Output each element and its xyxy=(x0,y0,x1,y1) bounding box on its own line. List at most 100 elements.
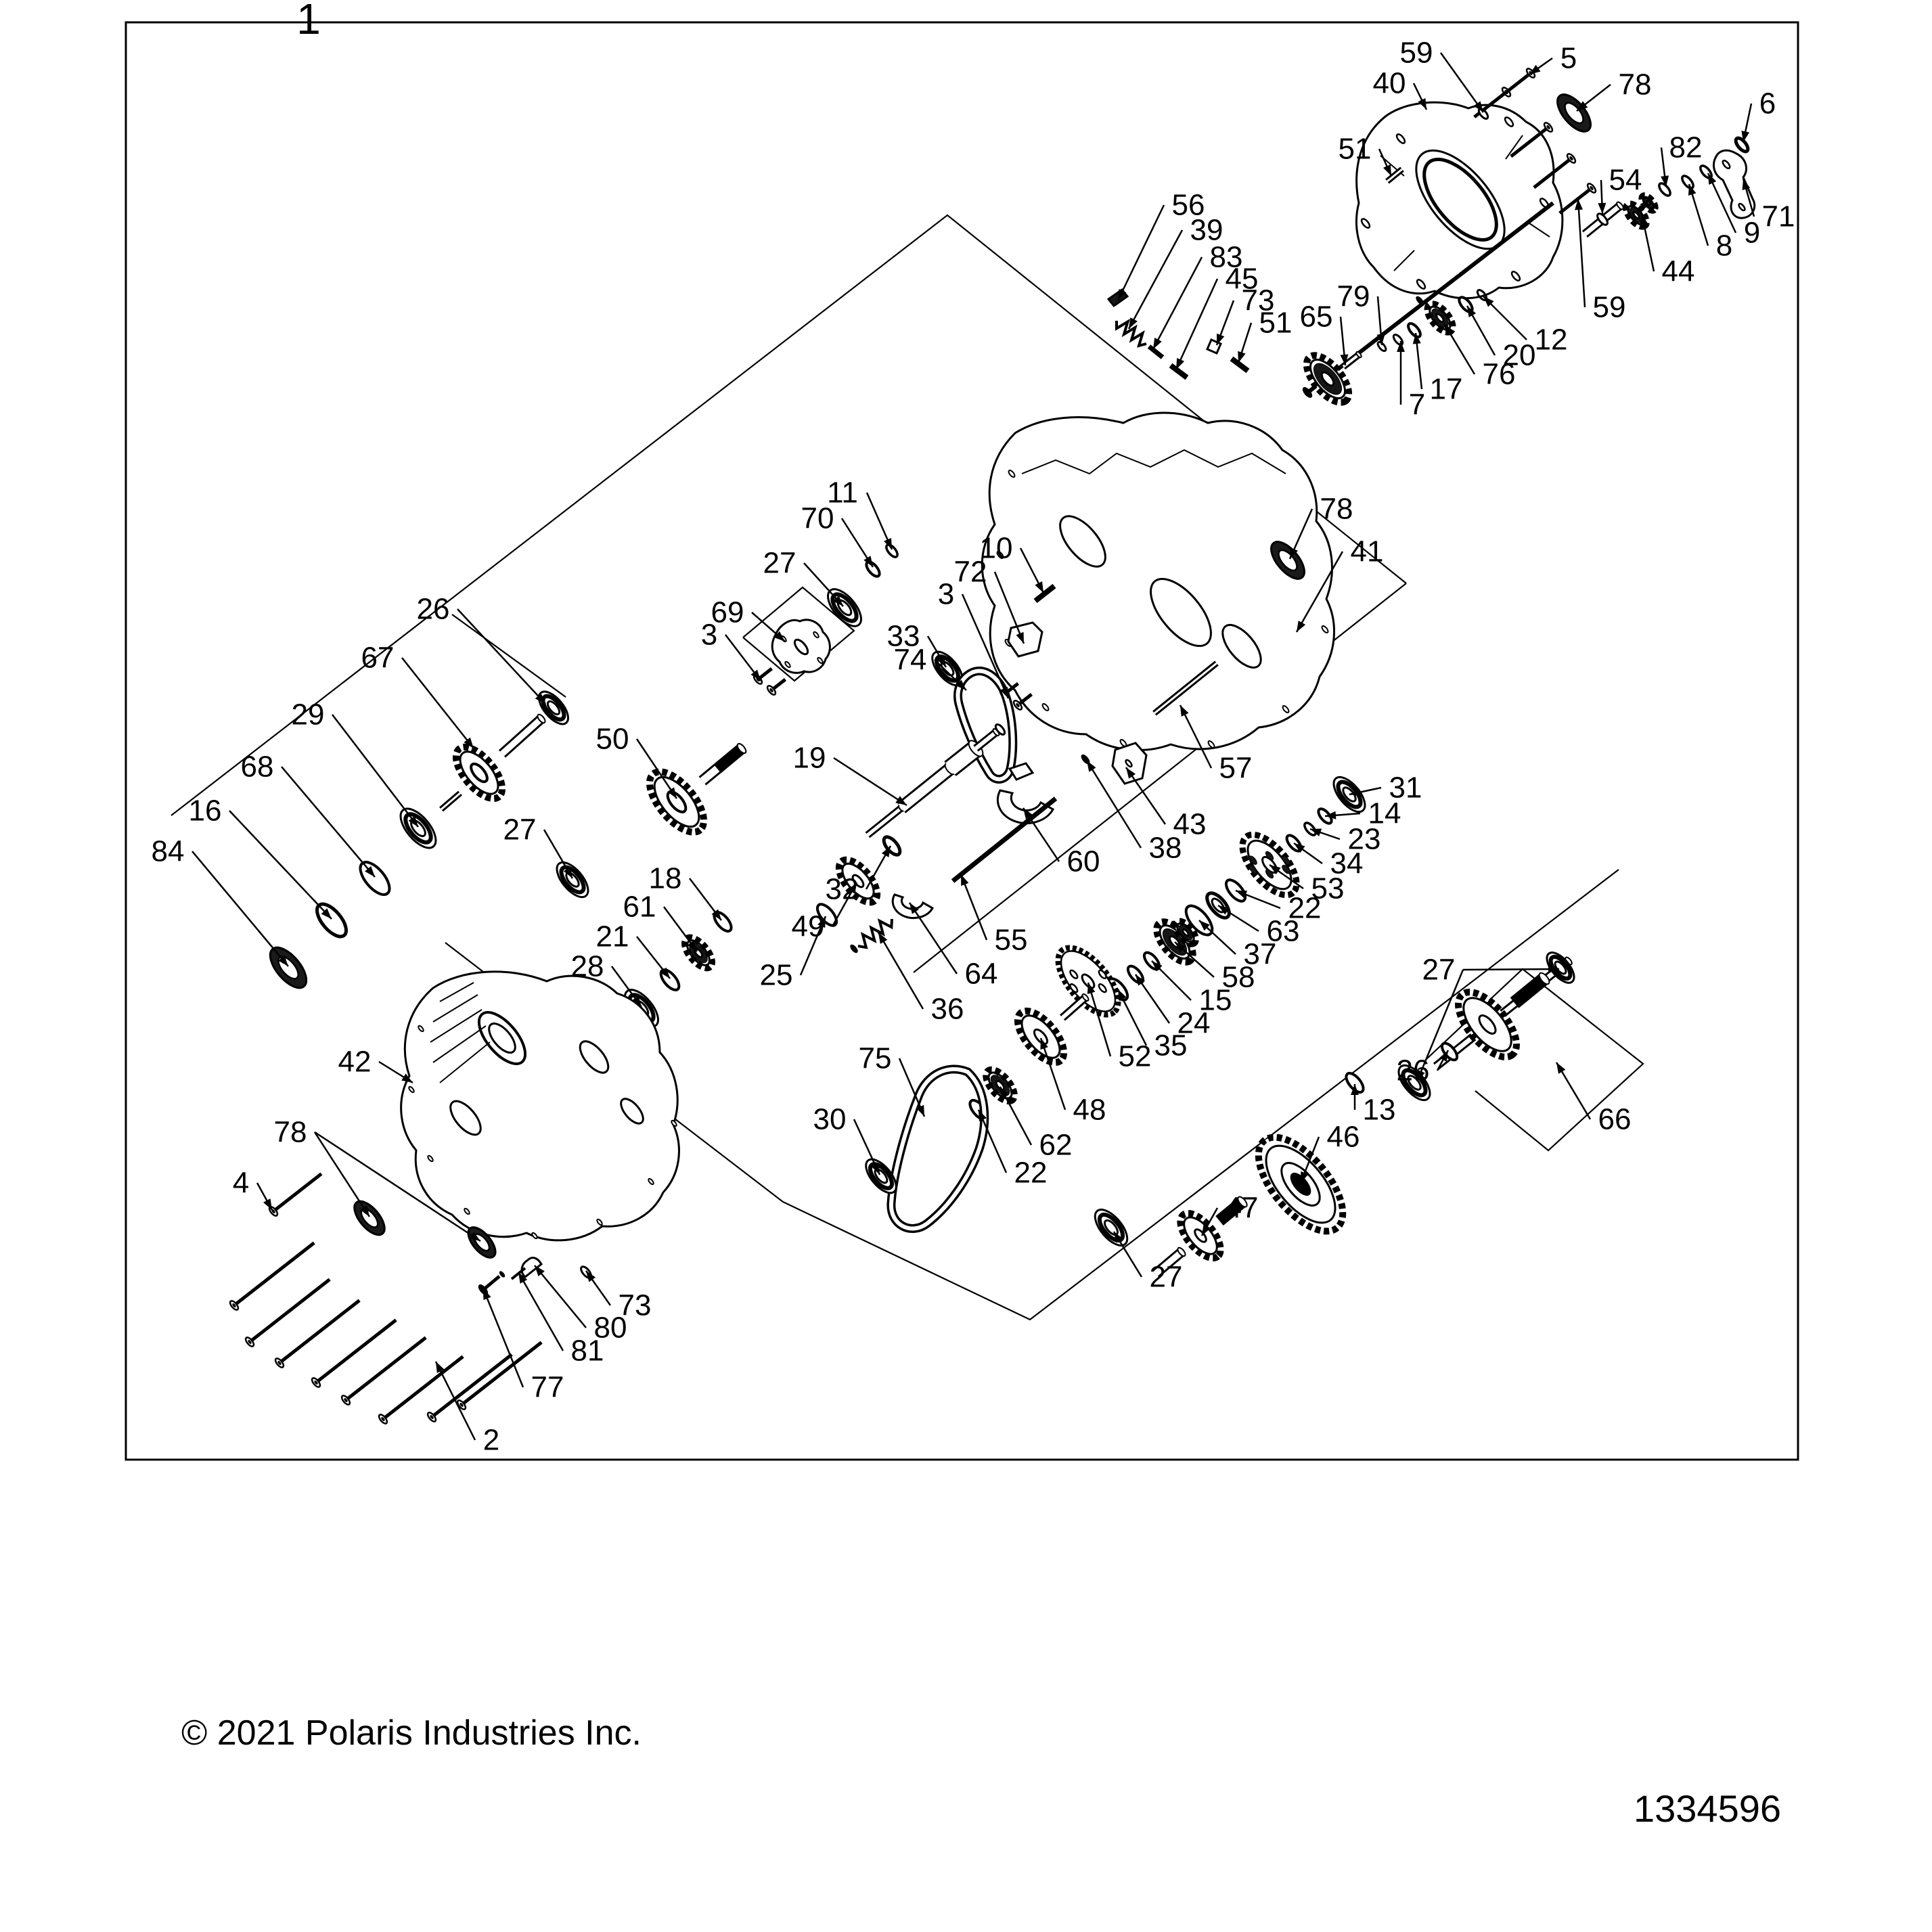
leader-arrowhead xyxy=(1575,199,1583,210)
leader-arrowhead xyxy=(1397,341,1405,352)
part-line xyxy=(1503,72,1532,95)
callout-label-83: 83 xyxy=(1210,241,1243,274)
leader-arrowhead xyxy=(1325,811,1336,819)
leader-arrowhead xyxy=(961,874,969,886)
leader-arrowhead xyxy=(535,1265,545,1277)
leader-arrowhead xyxy=(1176,357,1185,369)
leader-arrowhead xyxy=(1199,920,1210,931)
leader-arrowhead xyxy=(881,846,891,857)
callout-label-34: 34 xyxy=(1330,847,1364,880)
part-washer xyxy=(1658,182,1671,197)
callout-label-78: 78 xyxy=(1320,493,1353,526)
part-washer xyxy=(1008,470,1016,478)
leader-arrowhead xyxy=(1741,131,1750,142)
leader-arrowhead xyxy=(586,1271,596,1282)
part-line xyxy=(460,1341,543,1406)
part-detail-line xyxy=(1505,135,1523,160)
part-line xyxy=(833,757,907,807)
callout-label-22: 22 xyxy=(1288,892,1322,925)
part-ring xyxy=(1278,549,1298,572)
callout-label-26: 26 xyxy=(1397,1054,1430,1087)
callout-label-51: 51 xyxy=(1339,133,1372,166)
callout-label-78: 78 xyxy=(1619,68,1652,102)
callout-label-59: 59 xyxy=(1400,37,1433,70)
part-washer xyxy=(1734,136,1750,154)
leader-arrowhead xyxy=(1529,64,1541,74)
part-ring xyxy=(248,1340,252,1344)
part-ring xyxy=(1320,371,1335,387)
leader-arrowhead xyxy=(1640,214,1648,225)
part-line xyxy=(1147,344,1165,359)
part-ring xyxy=(987,1071,1013,1100)
part-line xyxy=(281,766,376,878)
part-line xyxy=(272,1172,323,1213)
callout-label-56: 56 xyxy=(1172,189,1205,222)
callout-label-64: 64 xyxy=(965,958,998,991)
assembly-callout-1: 1 xyxy=(296,0,321,43)
leader-arrowhead xyxy=(278,955,288,966)
part-ring xyxy=(1478,1014,1497,1035)
shift-arm xyxy=(1712,149,1756,219)
bracket xyxy=(1007,621,1043,658)
leader-arrowhead xyxy=(1290,547,1298,559)
part-line xyxy=(951,796,1058,883)
leader-arrowhead xyxy=(909,903,919,914)
leader-arrowhead xyxy=(863,556,873,567)
part-washer xyxy=(885,543,899,558)
callout-label-26: 26 xyxy=(417,593,450,626)
callout-label-80: 80 xyxy=(594,1311,627,1345)
part-ring xyxy=(459,750,499,795)
callout-label-13: 13 xyxy=(1363,1094,1396,1127)
part-ring xyxy=(1246,839,1293,891)
part-washer xyxy=(531,1232,538,1240)
part-line xyxy=(1230,356,1250,374)
part-ring xyxy=(1237,1196,1248,1208)
leader-arrowhead xyxy=(1294,843,1305,853)
leader-arrowhead xyxy=(1118,288,1127,300)
part-line xyxy=(332,714,419,828)
part-washer xyxy=(1596,212,1609,226)
part-ring xyxy=(841,862,875,900)
callout-label-78: 78 xyxy=(274,1116,307,1149)
leader-arrowhead xyxy=(832,596,843,606)
part-washer xyxy=(1422,158,1498,242)
part-line xyxy=(229,810,332,920)
callout-label-45: 45 xyxy=(1226,263,1259,296)
leader-arrowhead xyxy=(321,908,332,919)
leader-arrowhead xyxy=(1598,202,1607,214)
callout-label-43: 43 xyxy=(1173,808,1207,841)
part-line xyxy=(1215,1197,1246,1226)
part-washer xyxy=(1510,271,1521,282)
leader-arrowhead xyxy=(1742,179,1751,191)
callout-label-82: 82 xyxy=(1669,131,1703,164)
part-washer xyxy=(659,968,681,991)
part-line xyxy=(499,716,544,757)
leader-arrowhead xyxy=(1577,101,1588,111)
part-line xyxy=(1295,551,1344,633)
leader-arrowhead xyxy=(464,737,474,748)
part-washer xyxy=(1681,175,1694,189)
part-washer xyxy=(1321,625,1329,633)
leader-arrowhead xyxy=(1153,338,1162,349)
leader-arrowhead xyxy=(1418,97,1426,110)
part-line xyxy=(1510,126,1550,158)
part-detail-line xyxy=(1529,223,1550,238)
part-line xyxy=(1707,173,1737,233)
part-washer xyxy=(596,1218,603,1226)
leader-arrowhead xyxy=(774,631,785,642)
part-line xyxy=(1387,168,1403,183)
part-washer xyxy=(464,1207,470,1215)
callout-label-27: 27 xyxy=(503,813,537,847)
leader-arrowhead xyxy=(360,1205,369,1217)
leader-arrowhead xyxy=(1473,101,1483,112)
part-ring xyxy=(769,688,773,692)
part-washer xyxy=(1345,1071,1365,1094)
part-line xyxy=(1154,1249,1184,1276)
leader-arrowhead xyxy=(263,1198,272,1210)
copyright-text: © 2021 Polaris Industries Inc. xyxy=(181,1713,642,1753)
part-detail-line xyxy=(430,1009,482,1043)
callout-label-3: 3 xyxy=(938,578,954,611)
part-ring xyxy=(232,1303,236,1307)
callout-label-58: 58 xyxy=(1222,961,1255,994)
assembly-boundary-line xyxy=(451,614,566,698)
